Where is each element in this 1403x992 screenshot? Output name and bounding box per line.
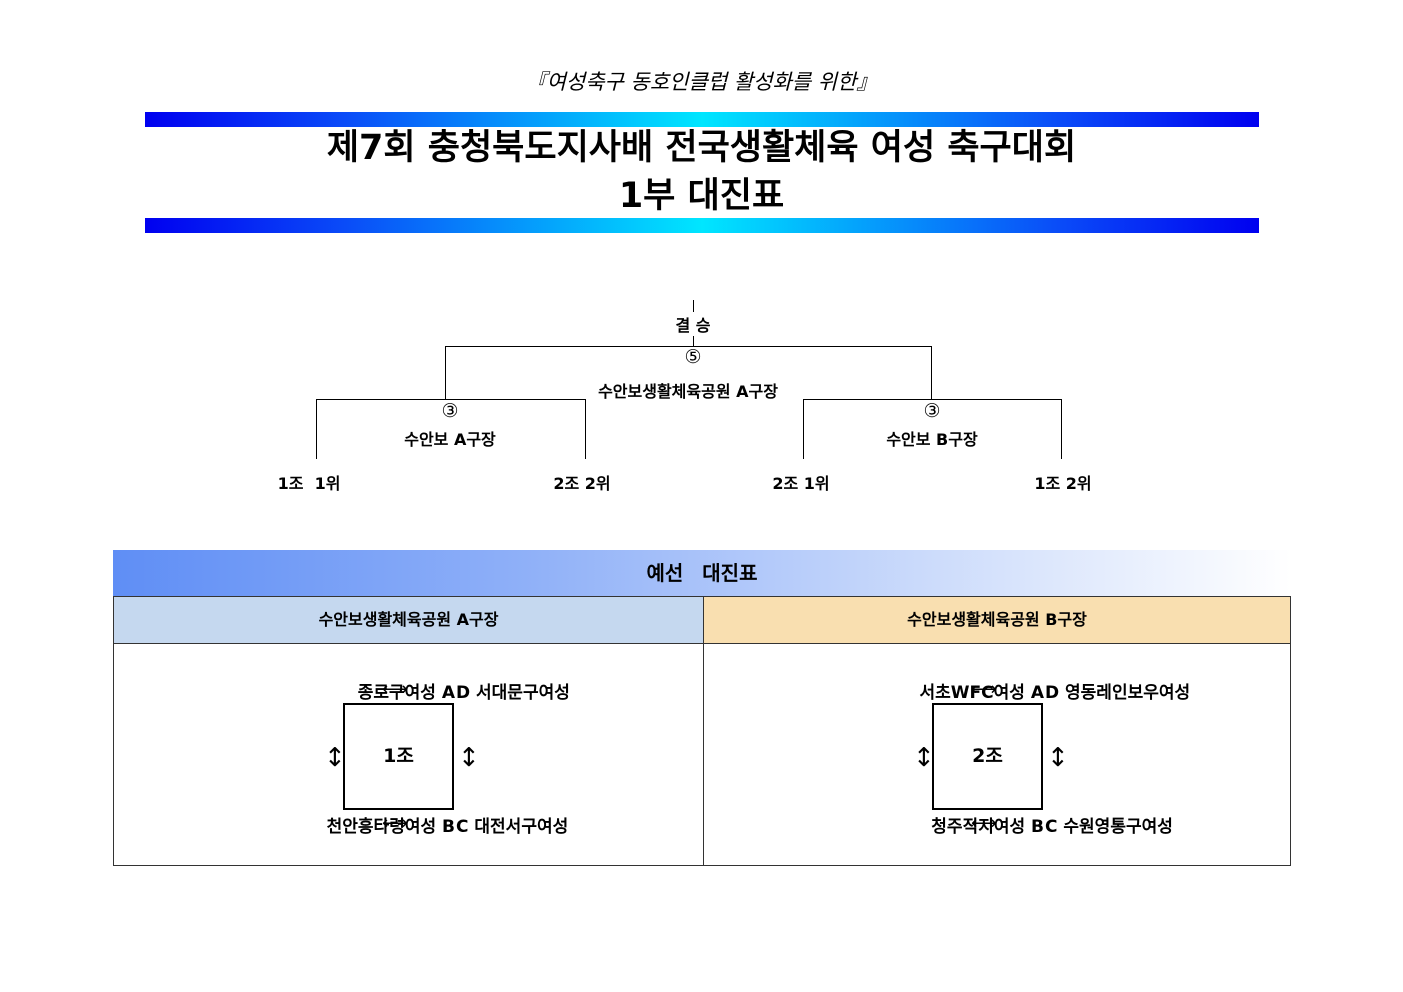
g1-team-bottom-right: C 대전서구여성 [456, 817, 569, 837]
final-label: 결 승 [673, 312, 713, 336]
g1-team-top-right: D 서대문구여성 [456, 683, 570, 703]
top-gradient-bar [145, 112, 1259, 127]
prelim-table: 예선 대진표 수안보생활체육공원 A구장 수안보생활체육공원 B구장 종로구여성… [113, 550, 1291, 866]
semi-right-venue: 수안보 B구장 [886, 430, 978, 449]
final-hline [445, 346, 932, 347]
slot-1: 1조 1위 [277, 474, 341, 493]
slot-4: 1조 2위 [1034, 474, 1092, 493]
g2-team-bottom-left: 청주직지여성 B [931, 817, 1044, 837]
final-match-no: ⑤ [684, 346, 702, 368]
g1-team-top-left: 종로구여성 A [357, 683, 455, 703]
subtitle: 『여성축구 동호인클럽 활성화를 위한』 [525, 70, 878, 94]
g1-arrow-left: ↕ [324, 743, 346, 773]
venue-a-header: 수안보생활체육공원 A구장 [114, 597, 704, 644]
semi-left-match-no: ③ [441, 400, 459, 422]
slot-2: 2조 2위 [553, 474, 611, 493]
g1-arrow-top: ⟷ [382, 679, 408, 700]
g1-arrow-right: ↕ [458, 743, 480, 773]
g1-team-bottom-left: 천안흥타령여성 B [326, 817, 455, 837]
column-divider [703, 643, 704, 865]
semi-left-hline [316, 399, 586, 400]
prelim-title: 예선 대진표 [646, 561, 758, 585]
g2-arrow-bottom: ⟷ [971, 813, 997, 834]
final-right-drop [931, 346, 932, 400]
semi-right-drop-b [1061, 399, 1062, 459]
final-venue: 수안보생활체육공원 A구장 [598, 382, 778, 401]
prelim-body: 수안보생활체육공원 A구장 수안보생활체육공원 B구장 종로구여성 A ⟷ D … [113, 596, 1291, 866]
semi-right-hline [803, 399, 1062, 400]
semi-left-drop-a [316, 399, 317, 459]
semi-right-match-no: ③ [923, 400, 941, 422]
g2-box: 2조 [932, 703, 1043, 810]
semi-right-drop-a [803, 399, 804, 459]
g2-arrow-top: ⟷ [971, 679, 997, 700]
g1-box: 1조 [343, 703, 454, 810]
g1-arrow-bottom: ⟷ [382, 813, 408, 834]
g2-arrow-left: ↕ [913, 743, 935, 773]
g2-team-top-left: 서초WFC여성 A [919, 683, 1044, 703]
semi-left-drop-b [585, 399, 586, 459]
final-left-drop [445, 346, 446, 400]
g2-team-bottom-right: C 수원영통구여성 [1045, 817, 1173, 837]
g2-arrow-right: ↕ [1047, 743, 1069, 773]
slot-3: 2조 1위 [772, 474, 830, 493]
venue-b-header: 수안보생활체육공원 B구장 [704, 597, 1290, 644]
bottom-gradient-bar [145, 218, 1259, 233]
prelim-header: 예선 대진표 [113, 550, 1291, 597]
title-line-2: 1부 대진표 [618, 176, 785, 216]
title-line-1: 제7회 충청북도지사배 전국생활체육 여성 축구대회 [326, 128, 1077, 168]
g2-team-top-right: D 영동레인보우여성 [1045, 683, 1191, 703]
semi-left-venue: 수안보 A구장 [404, 430, 496, 449]
